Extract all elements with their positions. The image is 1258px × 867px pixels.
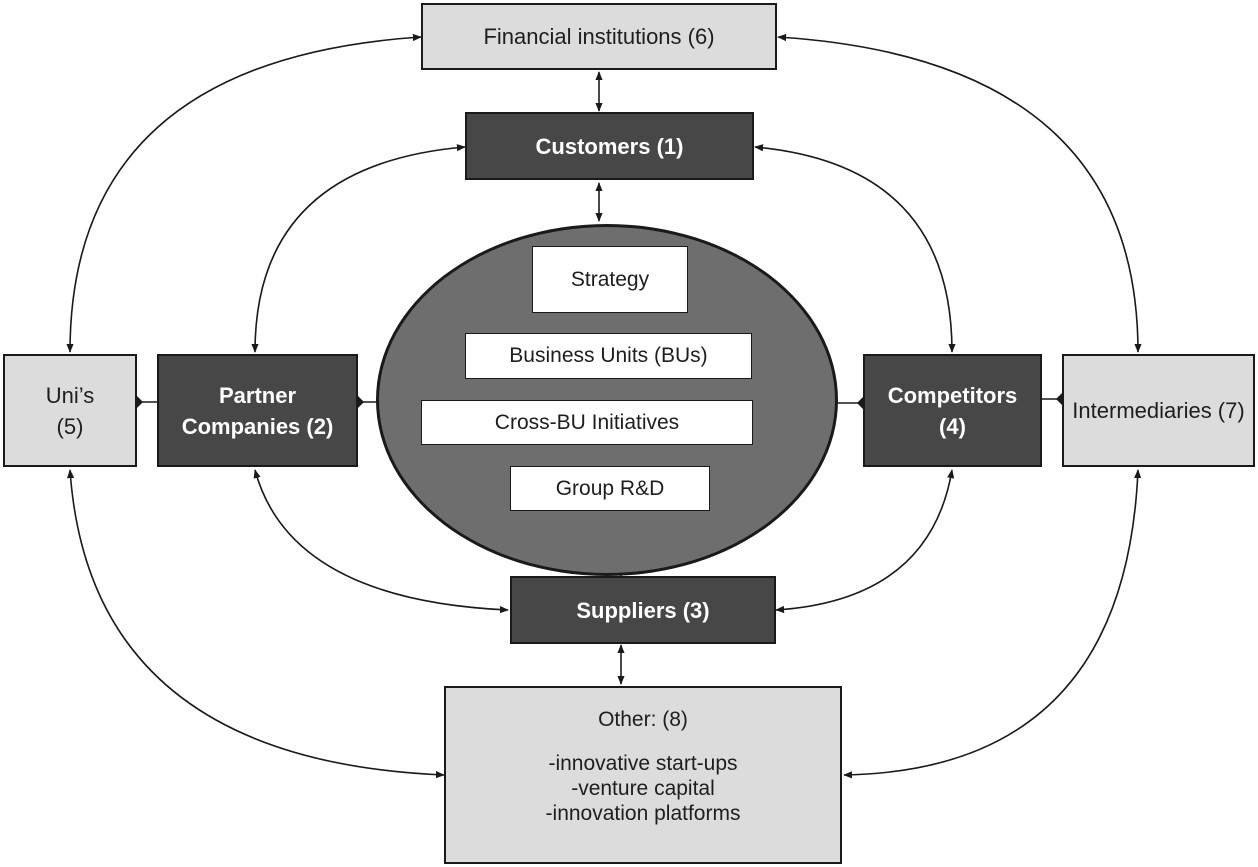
customers-label: Customers (1) — [535, 133, 684, 159]
link-unis-other — [66, 469, 445, 779]
core-item-label: Cross-BU Initiatives — [494, 410, 680, 434]
intermediaries-box: Intermediaries (7) — [1062, 354, 1255, 467]
competitors-label-line-2: (4) — [939, 413, 966, 439]
other-title: Other: (8) — [598, 708, 688, 731]
core-item-cross-bu-initiatives: Cross-BU Initiatives — [421, 400, 753, 445]
other-item-innovation-platforms: -innovation platforms — [545, 802, 741, 825]
core-item-label: Group R&D — [555, 476, 665, 500]
unis-label-line-1: Uni’s — [45, 382, 95, 408]
core-item-business-units: Business Units (BUs) — [465, 333, 752, 379]
core-item-group-rd: Group R&D — [510, 466, 710, 511]
core-item-label: Strategy — [570, 267, 650, 291]
link-intermediaries-other — [843, 469, 1142, 779]
core-item-strategy: Strategy — [532, 246, 688, 313]
customers-box: Customers (1) — [465, 112, 754, 180]
competitors-box: Competitors (4) — [863, 354, 1042, 467]
partner-companies-label-line-2: Companies (2) — [181, 413, 334, 439]
suppliers-box: Suppliers (3) — [510, 576, 776, 644]
partner-companies-box: Partner Companies (2) — [157, 354, 358, 467]
other-item-startups: -innovative start-ups — [548, 752, 738, 775]
other-item-venture-capital: -venture capital — [571, 777, 715, 800]
other-box: Other: (8) -innovative start-ups -ventur… — [444, 686, 842, 864]
partner-companies-label-line-1: Partner — [218, 382, 297, 408]
core-item-label: Business Units (BUs) — [509, 344, 708, 367]
link-financial-intermediaries — [777, 33, 1142, 353]
unis-label-line-2: (5) — [56, 413, 84, 439]
link-competitors-suppliers — [775, 469, 955, 614]
suppliers-label: Suppliers (3) — [576, 597, 710, 623]
link-partners-suppliers — [253, 469, 509, 614]
link-customers-competitors — [754, 144, 956, 353]
competitors-label-line-1: Competitors — [887, 382, 1018, 408]
financial-institutions-box: Financial institutions (6) — [421, 3, 777, 70]
intermediaries-label: Intermediaries (7) — [1072, 398, 1245, 423]
unis-box: Uni’s (5) — [3, 354, 137, 467]
financial-institutions-label: Financial institutions (6) — [483, 24, 715, 49]
link-financial-unis — [66, 33, 422, 353]
link-customers-partners — [251, 144, 466, 353]
